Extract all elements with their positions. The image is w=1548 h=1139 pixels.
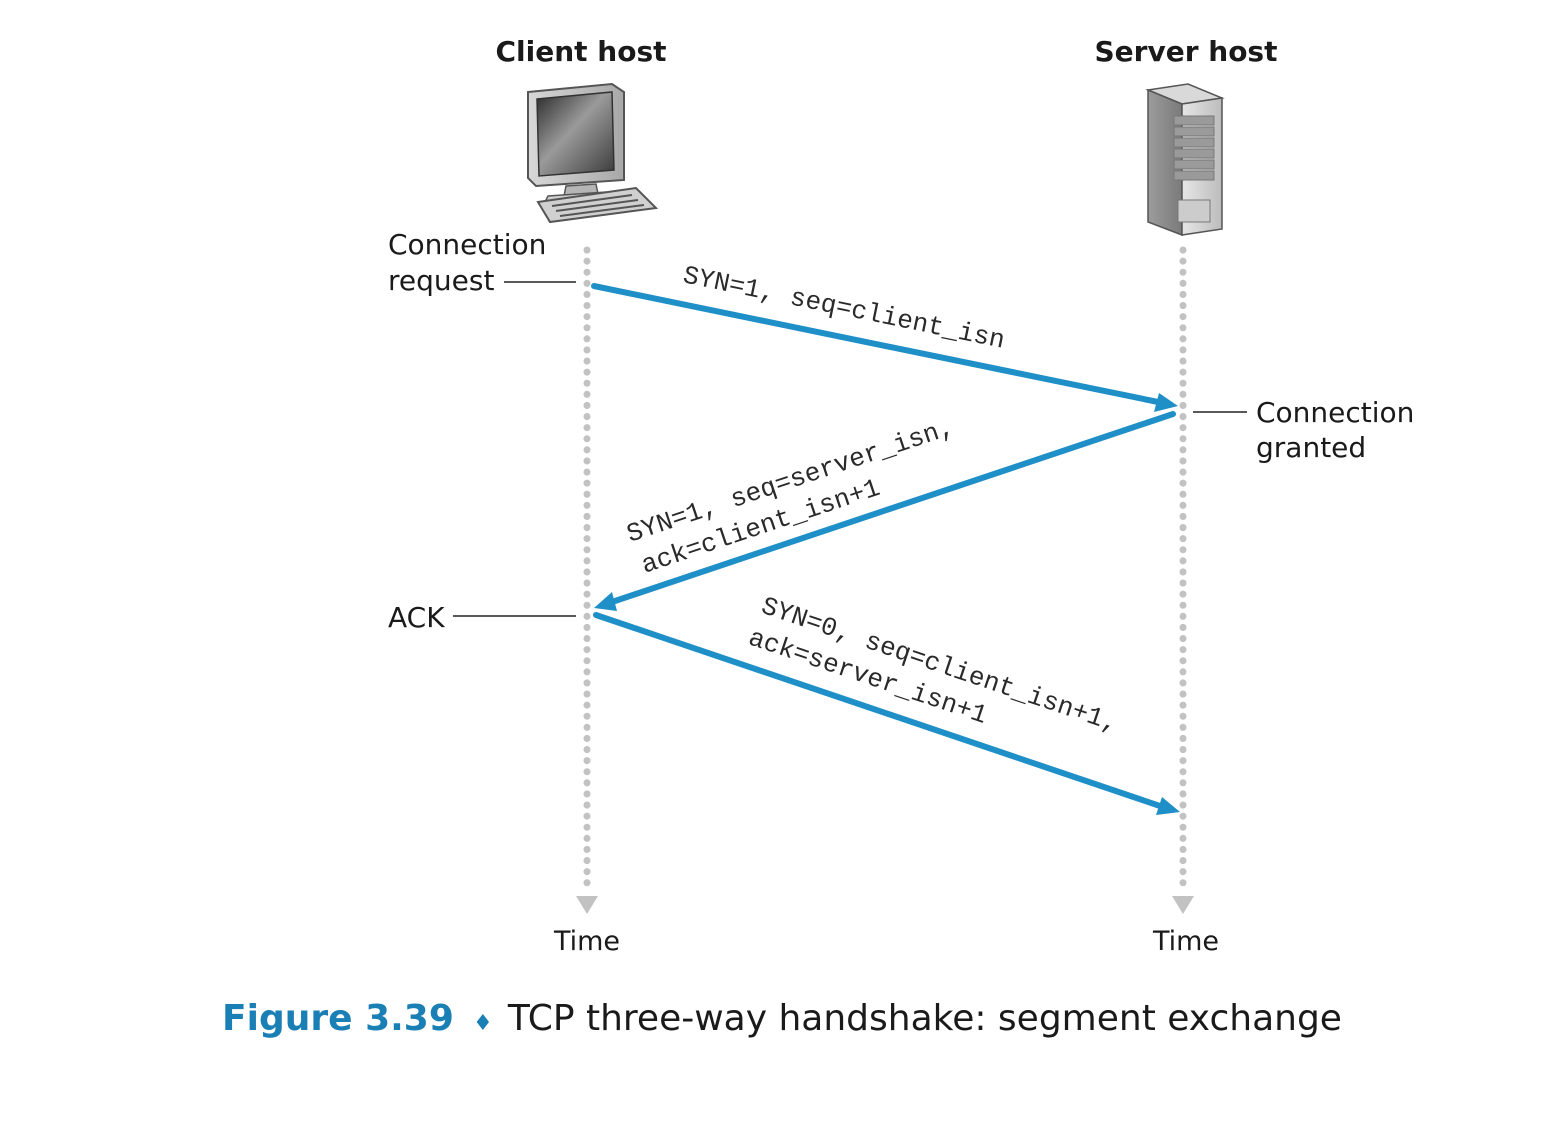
server-tower-icon [1145,83,1225,237]
figure-caption: Figure 3.39 ♦ TCP three-way handshake: s… [222,998,1342,1039]
client-timeline [576,246,598,914]
caption-text: TCP three-way handshake: segment exchang… [507,998,1342,1039]
connection-request-label-line2: request [388,264,494,297]
server-time-label: Time [1152,926,1219,957]
client-time-label: Time [553,926,620,957]
figure-number: Figure 3.39 [222,998,454,1039]
synack-segment-arrow [594,411,1176,611]
server-timeline [1172,246,1194,914]
desktop-computer-icon [527,82,659,224]
client-timeline-arrowhead [576,896,598,914]
caption-separator: ♦ [473,1011,493,1036]
ack-label: ACK [388,601,445,634]
syn-segment-label: SYN=1, seq=client_isn [680,260,1007,355]
ack-segment-arrow [593,612,1180,815]
server-timeline-arrowhead [1172,896,1194,914]
connection-request-label-line1: Connection [388,228,546,261]
connection-granted-label-line2: granted [1256,431,1366,464]
server-host-title: Server host [1095,35,1278,68]
syn-segment-arrow [591,283,1178,412]
client-host-title: Client host [495,35,666,68]
connection-granted-label-line1: Connection [1256,396,1414,429]
